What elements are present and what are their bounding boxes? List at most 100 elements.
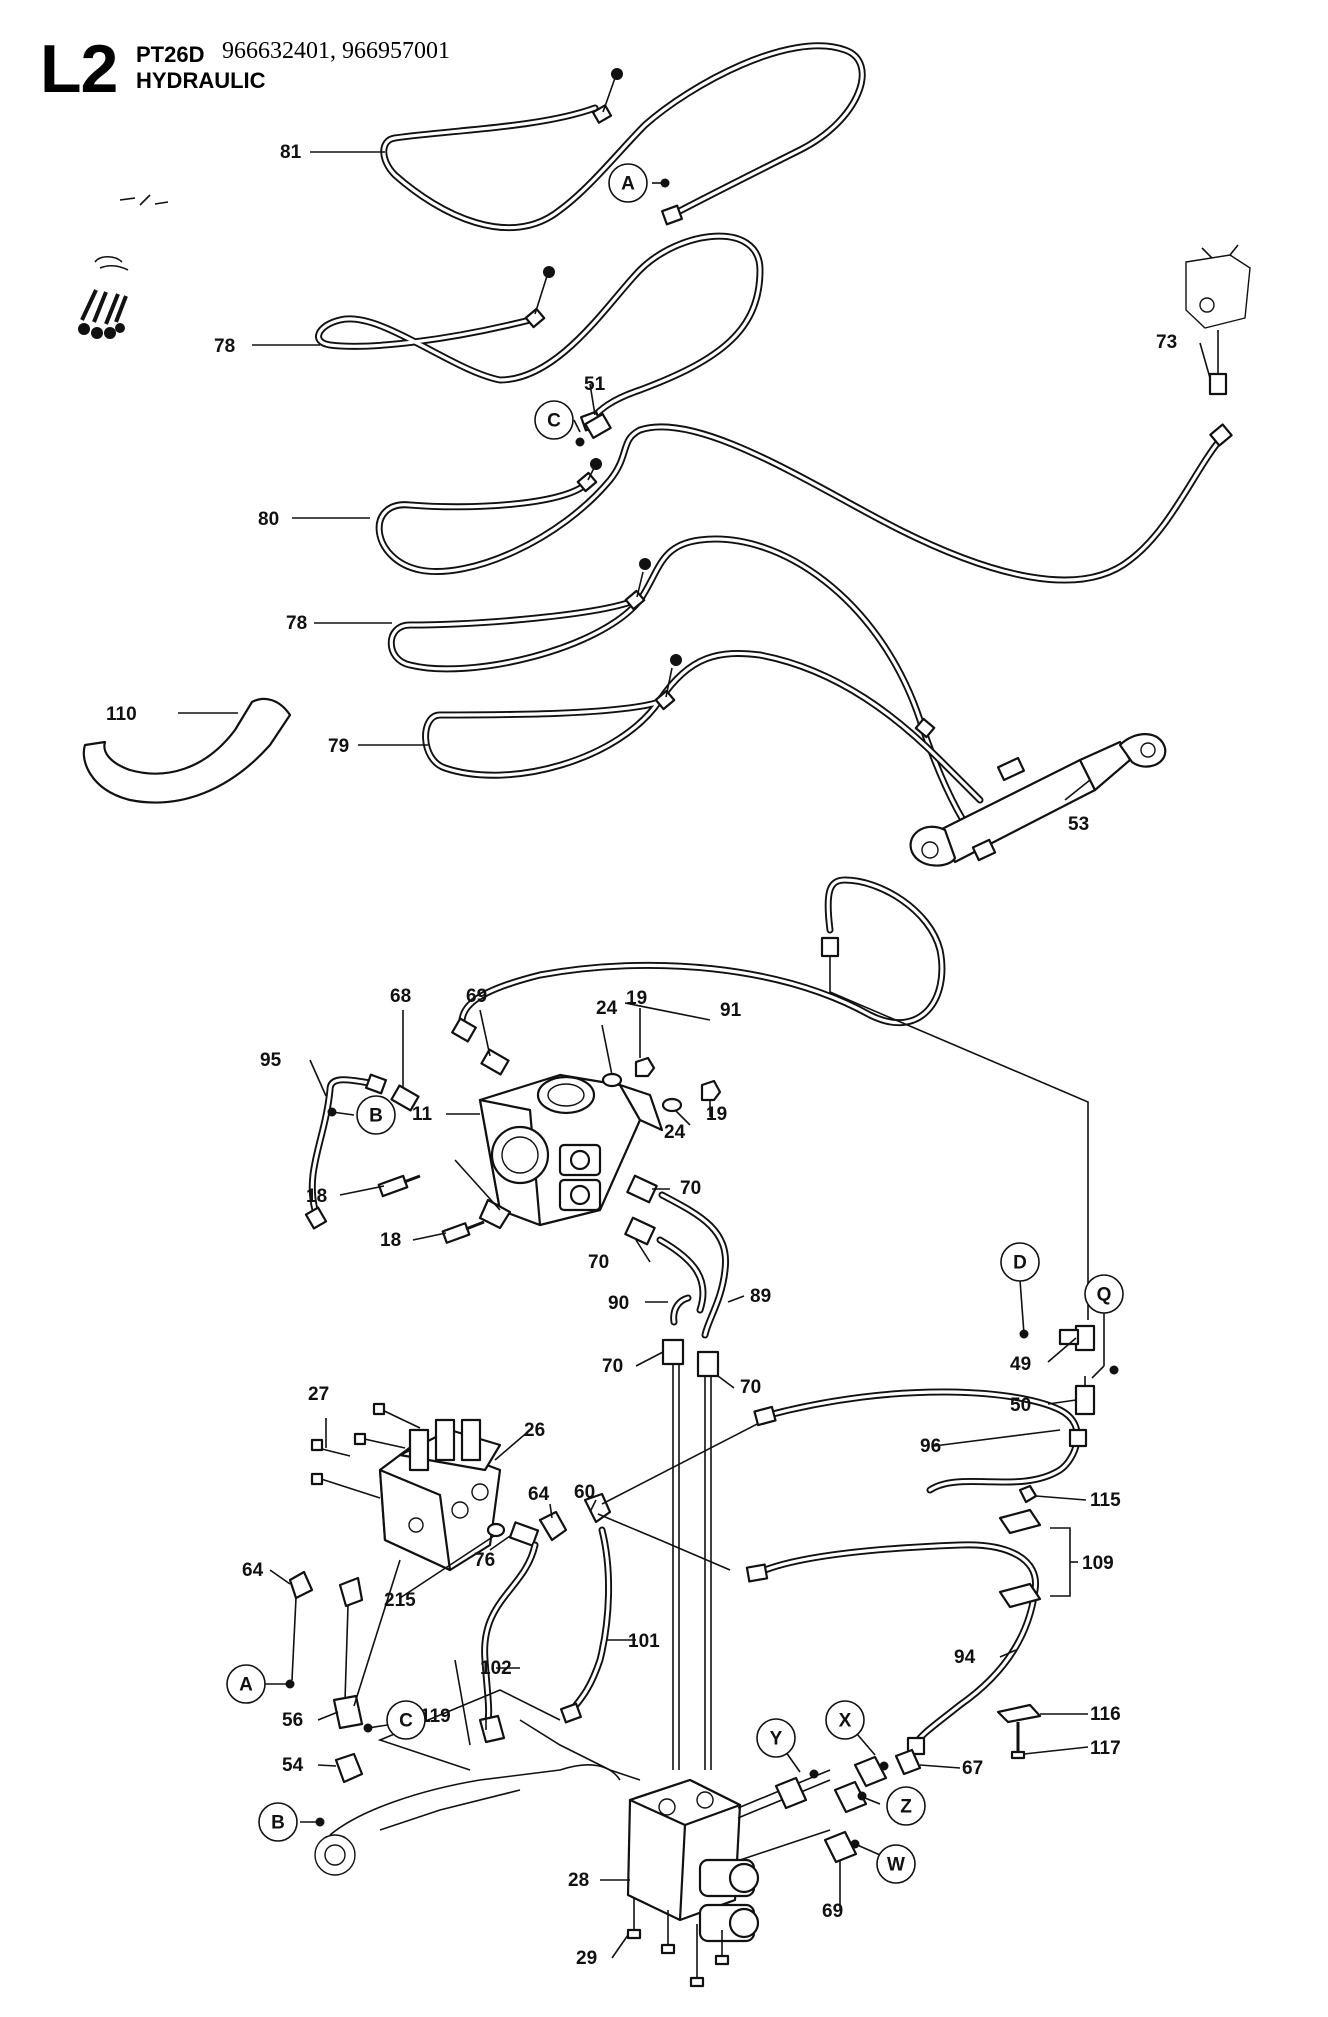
hose-78-middle (387, 535, 984, 849)
callout-79: 79 (328, 736, 349, 757)
fitting-60 (583, 1419, 766, 1571)
pipe-110 (82, 697, 292, 804)
valve-block-26 (378, 1418, 502, 1572)
callout-64: 64 (242, 1560, 264, 1581)
svg-text:A: A (239, 1675, 253, 1696)
callout-94: 94 (954, 1647, 976, 1668)
svg-text:Y: Y (770, 1729, 783, 1750)
nut-19-right (700, 1079, 722, 1102)
hose-81 (380, 42, 866, 232)
callout-69: 69 (466, 986, 487, 1007)
callout-78: 78 (286, 613, 307, 634)
connector-w: W (876, 1844, 916, 1884)
hose-94 (745, 1541, 1040, 1756)
fitting-69 (480, 1048, 510, 1076)
tube-89 (658, 1191, 730, 1339)
hose-78-top (315, 232, 764, 432)
svg-text:B: B (271, 1813, 285, 1834)
elbow-119 (478, 1714, 506, 1744)
svg-text:B: B (369, 1106, 383, 1127)
bolts-27 (310, 1402, 421, 1499)
clamp-109 (998, 1508, 1042, 1609)
callout-24: 24 (596, 998, 618, 1019)
callout-109: 109 (1082, 1553, 1114, 1574)
callout-70: 70 (588, 1252, 609, 1273)
callout-117: 117 (1090, 1738, 1121, 1759)
callout-18: 18 (306, 1186, 327, 1207)
callout-110: 110 (106, 704, 137, 725)
callout-70: 70 (602, 1356, 623, 1377)
svg-text:C: C (547, 411, 561, 432)
callout-95: 95 (260, 1050, 282, 1071)
callout-78: 78 (214, 336, 235, 357)
callout-27: 27 (308, 1384, 329, 1405)
callout-50: 50 (1010, 1395, 1031, 1416)
callout-11: 11 (412, 1104, 433, 1125)
callout-26: 26 (524, 1420, 545, 1441)
callout-69: 69 (822, 1901, 843, 1922)
callout-19: 19 (626, 988, 647, 1009)
hose-95 (304, 1073, 388, 1230)
connector-d: D (1000, 1242, 1040, 1282)
fitting-64-right (538, 1510, 568, 1542)
callout-54: 54 (282, 1755, 304, 1776)
callout-215: 215 (384, 1590, 416, 1611)
callout-67: 67 (962, 1758, 983, 1779)
callout-96: 96 (920, 1436, 941, 1457)
fitting-68 (390, 1084, 420, 1112)
page-code: L2 (40, 31, 118, 107)
tube-90 (656, 1236, 707, 1326)
connector-c: C (386, 1700, 426, 1740)
connector-y: Y (756, 1718, 796, 1758)
callout-64: 64 (528, 1484, 550, 1505)
leader-lines (178, 151, 1211, 1959)
connector-a: A (608, 163, 648, 203)
callout-70: 70 (680, 1178, 701, 1199)
svg-text:C: C (399, 1711, 413, 1732)
callout-101: 101 (628, 1631, 660, 1652)
screw-117 (1010, 1722, 1026, 1760)
callout-49: 49 (1010, 1354, 1031, 1375)
callout-90: 90 (608, 1293, 629, 1314)
hose-91 (451, 876, 1089, 1320)
callout-115: 115 (1090, 1490, 1121, 1511)
fitting-51 (584, 412, 612, 440)
connector-q: Q (1084, 1274, 1124, 1314)
hose-96 (753, 1388, 1088, 1494)
svg-text:X: X (839, 1711, 852, 1732)
connector-z: Z (886, 1786, 926, 1826)
fitting-70-upper (626, 1174, 658, 1204)
callout-29: 29 (576, 1948, 597, 1969)
model-name: PT26D (136, 42, 205, 67)
connector-b: B (258, 1802, 298, 1842)
svg-text:D: D (1013, 1253, 1027, 1274)
tractor-sketch (314, 1719, 641, 1876)
fitting-x (853, 1755, 888, 1788)
callout-102: 102 (480, 1658, 512, 1679)
nut-19-top (634, 1056, 656, 1078)
fitting-76 (508, 1521, 540, 1547)
callout-70: 70 (740, 1377, 761, 1398)
connector-x: X (825, 1700, 865, 1740)
svg-text:Z: Z (900, 1797, 912, 1818)
svg-text:Q: Q (1097, 1285, 1112, 1306)
callout-73: 73 (1156, 332, 1177, 353)
oring-215 (486, 1522, 506, 1538)
callout-18: 18 (380, 1230, 401, 1251)
connector-c: C (534, 400, 574, 440)
bracket-116 (996, 1703, 1042, 1724)
pump-11 (454, 1073, 664, 1230)
callout-19: 19 (706, 1104, 727, 1125)
callout-53: 53 (1068, 814, 1089, 835)
callout-68: 68 (390, 986, 411, 1007)
fitting-y (774, 1776, 808, 1810)
fitting-64-left (288, 1570, 314, 1681)
connector-b: B (356, 1095, 396, 1135)
bolt-18-lower (441, 1220, 485, 1244)
callout-80: 80 (258, 509, 279, 530)
callout-56: 56 (282, 1710, 303, 1731)
callout-24: 24 (664, 1122, 686, 1143)
fitting-w (823, 1830, 858, 1864)
